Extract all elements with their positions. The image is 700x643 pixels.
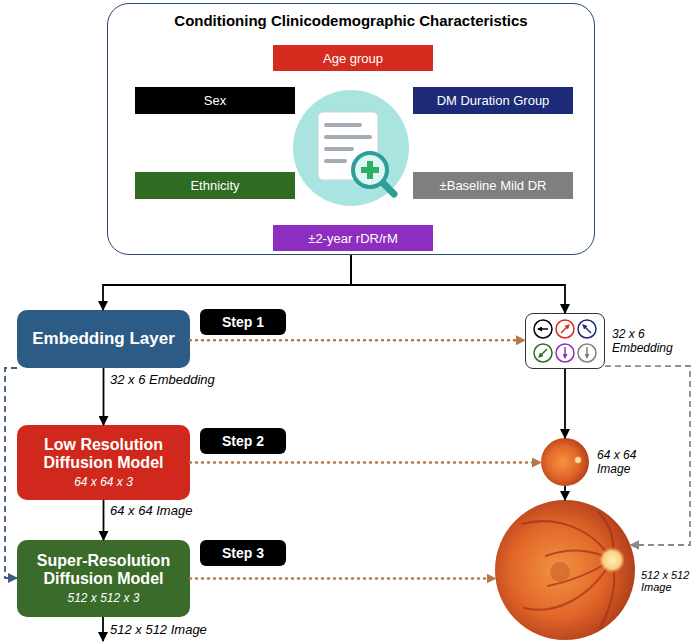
node-text: 32 x 6 Embedding	[612, 327, 674, 355]
flow-arrow	[351, 255, 565, 313]
node-text: 64 x 64 Image	[597, 448, 657, 476]
node-text: Conditioning Clinicodemographic Characte…	[108, 12, 594, 29]
flow-arrow	[564, 369, 566, 438]
node-text: 512 x 512 Image	[641, 569, 697, 593]
node-text: Embedding Layer	[32, 329, 175, 349]
image-circle: 512 x 512 Image	[495, 500, 635, 640]
flow-arrow	[564, 486, 566, 500]
flow-arrow	[103, 500, 105, 540]
node-text: Sex	[204, 93, 226, 108]
record-icon	[318, 112, 378, 180]
process-box: Embedding Layer	[17, 310, 190, 368]
process-box: Super-Resolution Diffusion Model 512 x 51…	[17, 540, 190, 617]
fundus-shape	[541, 438, 589, 486]
node-text: Step 2	[222, 433, 264, 449]
fundus-disc	[541, 438, 589, 486]
output-label: 512 x 512 Image	[110, 622, 207, 637]
node-text: ±2-year rDR/rM	[308, 231, 397, 246]
attribute-box: Age group	[273, 45, 433, 71]
flow-arrow	[103, 368, 105, 425]
flow-arrow	[190, 577, 496, 580]
attribute-box: ±Baseline Mild DR	[413, 172, 573, 199]
group-panel: Conditioning Clinicodemographic Characte…	[107, 3, 595, 255]
node-text: ±Baseline Mild DR	[440, 178, 547, 193]
embedding-box: 32 x 6 Embedding	[525, 313, 605, 369]
image-circle: 64 x 64 Image	[541, 438, 589, 486]
record-icon	[293, 90, 409, 206]
step-tag: Step 2	[200, 428, 286, 454]
node-text: Low Resolution Diffusion Model	[21, 436, 186, 473]
flow-arrow	[190, 461, 541, 464]
record-icon	[326, 159, 345, 163]
edge-label: 64 x 64 Image	[110, 503, 192, 518]
record-icon	[293, 90, 409, 206]
record-icon	[382, 182, 394, 194]
attribute-box: Sex	[135, 87, 295, 114]
record-icon	[326, 123, 360, 127]
attribute-box: DM Duration Group	[413, 87, 573, 114]
flow-arrow	[190, 339, 525, 342]
record-icon	[353, 153, 387, 187]
attribute-box: Ethnicity	[135, 172, 295, 199]
step-tag: Step 3	[200, 540, 286, 566]
node-text: DM Duration Group	[437, 93, 550, 108]
record-icon	[367, 161, 373, 179]
node-text: Super-Resolution Diffusion Model	[21, 552, 186, 589]
node-subtext: 64 x 64 x 3	[74, 475, 133, 489]
record-icon	[326, 147, 352, 151]
output-arrow	[102, 617, 104, 641]
node-text: Ethnicity	[190, 178, 239, 193]
flow-arrow	[605, 366, 690, 545]
edge-label: 32 x 6 Embedding	[110, 372, 215, 387]
process-box: Low Resolution Diffusion Model 64 x 64 x …	[17, 425, 190, 500]
step-tag: Step 1	[200, 309, 286, 335]
fundus-shape	[495, 500, 635, 640]
node-subtext: 512 x 512 x 3	[67, 591, 139, 605]
flow-arrow	[103, 255, 351, 310]
node-text: Step 1	[222, 314, 264, 330]
flow-arrow	[5, 368, 17, 578]
record-icon	[361, 167, 379, 173]
attribute-box: ±2-year rDR/rM	[273, 225, 433, 251]
record-icon	[326, 135, 370, 139]
node-text: Step 3	[222, 545, 264, 561]
node-text: Age group	[323, 51, 383, 66]
fundus-disc	[495, 500, 635, 640]
